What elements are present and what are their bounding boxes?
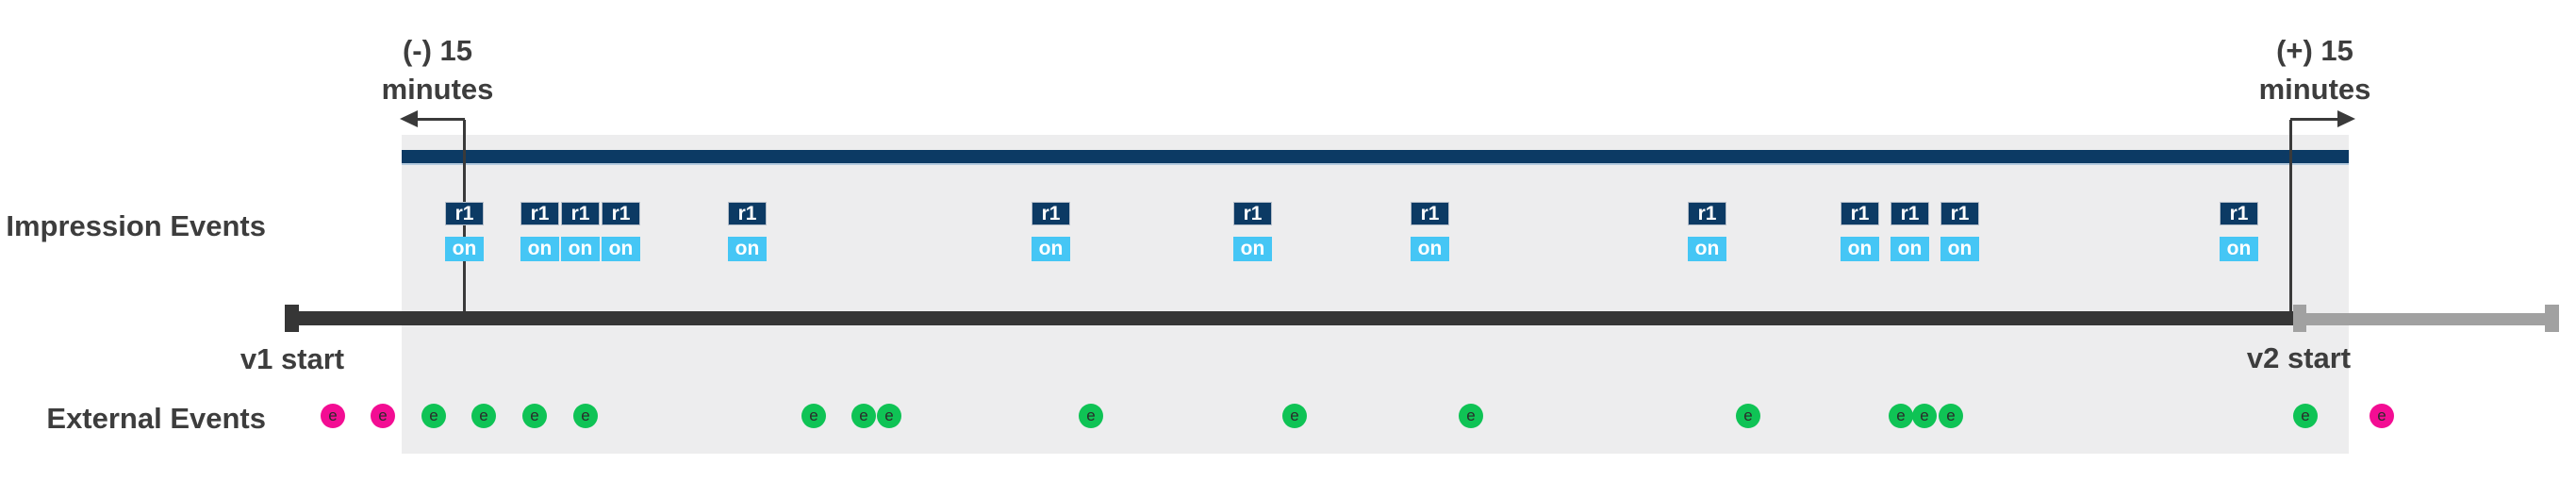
post-window-boundary-line xyxy=(2289,120,2292,313)
impression-event-box: r1 xyxy=(1411,202,1449,225)
external-event-dot: e xyxy=(1939,404,1963,428)
impression-event-box: r1 xyxy=(445,202,484,225)
post-window-note-line1: (+) 15 xyxy=(2276,34,2353,67)
v1-start-label: v1 start xyxy=(239,342,345,375)
arrow-right-icon xyxy=(2337,110,2355,127)
external-event-dot: e xyxy=(877,404,901,428)
external-events-row-label: External Events xyxy=(46,402,266,435)
impression-event-box: r1 xyxy=(1841,202,1879,225)
arrow-left-icon xyxy=(400,110,418,127)
external-event-dot: e xyxy=(1282,404,1307,428)
impression-event-box: r1 xyxy=(1688,202,1726,225)
impression-on-box: on xyxy=(561,237,600,261)
impression-on-box: on xyxy=(1940,237,1979,261)
impression-event-box: r1 xyxy=(561,202,600,225)
external-event-dot: e xyxy=(1736,404,1760,428)
external-event-dot: e xyxy=(371,404,395,428)
post-window-note: (+) 15 minutes xyxy=(2211,31,2419,108)
impression-event-box: r1 xyxy=(1940,202,1979,225)
external-event-dot: e xyxy=(471,404,496,428)
external-event-dot: e xyxy=(522,404,547,428)
impression-on-box: on xyxy=(1032,237,1070,261)
impression-event-box: r1 xyxy=(602,202,640,225)
impression-event-box: r1 xyxy=(1032,202,1070,225)
external-event-dot: e xyxy=(801,404,826,428)
impression-event-box: r1 xyxy=(728,202,767,225)
external-event-dot: e xyxy=(421,404,446,428)
impression-on-box: on xyxy=(2220,237,2258,261)
analysis-window-panel xyxy=(402,135,2349,454)
impression-events-row-label: Impression Events xyxy=(6,209,266,242)
pre-window-arrow-shaft xyxy=(415,118,465,121)
external-event-dot: e xyxy=(573,404,598,428)
post-window-note-line2: minutes xyxy=(2258,73,2371,106)
external-event-dot: e xyxy=(321,404,345,428)
external-event-dot: e xyxy=(1889,404,1913,428)
v2-timeline-bar xyxy=(2293,313,2545,325)
pre-window-note: (-) 15 minutes xyxy=(334,31,541,108)
impression-on-box: on xyxy=(728,237,767,261)
impression-on-box: on xyxy=(1411,237,1449,261)
post-window-arrow-shaft xyxy=(2290,118,2339,121)
experiment-version-bar xyxy=(402,150,2349,165)
impression-on-box: on xyxy=(520,237,559,261)
v2-end-cap xyxy=(2545,305,2559,332)
v1-timeline-bar xyxy=(285,311,2293,325)
v2-start-label: v2 start xyxy=(2246,341,2352,374)
impression-event-box: r1 xyxy=(1891,202,1929,225)
external-event-dot: e xyxy=(851,404,876,428)
impression-on-box: on xyxy=(1891,237,1929,261)
impression-event-box: r1 xyxy=(1233,202,1272,225)
impression-on-box: on xyxy=(1841,237,1879,261)
impression-on-box: on xyxy=(602,237,640,261)
pre-window-note-line1: (-) 15 xyxy=(402,34,473,67)
impression-on-box: on xyxy=(1688,237,1726,261)
external-event-dot: e xyxy=(1912,404,1937,428)
impression-on-box: on xyxy=(1233,237,1272,261)
pre-window-note-line2: minutes xyxy=(381,73,494,106)
external-event-dot: e xyxy=(2370,404,2394,428)
impression-event-box: r1 xyxy=(520,202,559,225)
external-event-dot: e xyxy=(2293,404,2318,428)
external-event-dot: e xyxy=(1079,404,1103,428)
impression-on-box: on xyxy=(445,237,484,261)
external-event-dot: e xyxy=(1459,404,1483,428)
impression-event-box: r1 xyxy=(2220,202,2258,225)
